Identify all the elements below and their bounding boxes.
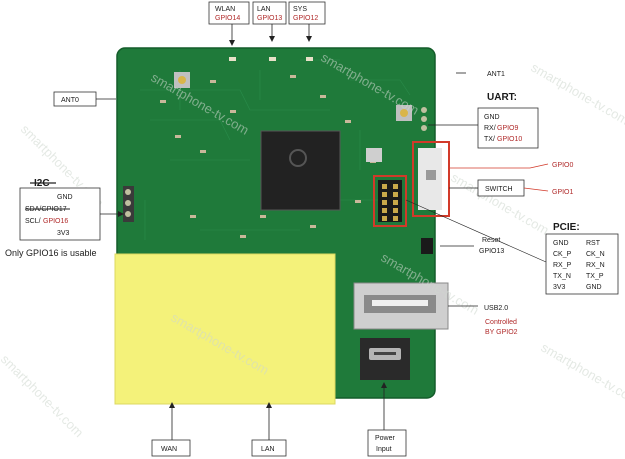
uart-title: UART:: [487, 92, 517, 103]
pcie-pin-label: GND: [586, 284, 602, 291]
uart-label: UART: GND RX/ GPIO9 TX/ GPIO10: [428, 92, 539, 149]
pcb-components: [160, 75, 376, 238]
micro-usb-port: [360, 338, 410, 380]
i2c-label: I2C GND SDA/GPIO17 SCL/ GPIO16 3V3: [19, 178, 124, 241]
lan-port-label: LAN: [251, 402, 287, 457]
lan-led-label: LAN GPIO13: [252, 1, 287, 42]
usb-label-text: USB2.0: [484, 305, 508, 312]
lan-led-label-title: LAN: [257, 6, 271, 13]
usb-note-line2: BY GPIO2: [485, 329, 518, 336]
wlan-label-gpio: GPIO14: [215, 15, 240, 22]
pcie-pin-label: 3V3: [553, 284, 566, 291]
wlan-led: [229, 57, 236, 61]
usb-label: USB2.0 Controlled BY GPIO2: [448, 305, 518, 336]
uart-pins: [421, 107, 427, 131]
sticker-cover: [114, 253, 336, 405]
watermark-text: smartphone-tv.com: [0, 352, 86, 441]
power-label: Power Input: [367, 382, 407, 457]
switch-gpio1: GPIO1: [552, 189, 574, 196]
wlan-label: WLAN GPIO14: [208, 1, 250, 46]
pcie-pin-label: CK_P: [553, 251, 572, 258]
pcie-pin-label: CK_N: [586, 251, 605, 258]
reset-label-line2: GPIO13: [479, 248, 504, 255]
reset-button: [421, 238, 433, 254]
sys-label: SYS GPIO12: [288, 1, 326, 42]
switch-highlight: [412, 141, 450, 217]
i2c-3v3-text: 3V3: [57, 230, 70, 237]
wan-label-text: WAN: [161, 446, 177, 453]
wlan-label-title: WLAN: [215, 6, 235, 13]
switch-gpio0: GPIO0: [552, 162, 574, 169]
ant0-label-text: ANT0: [61, 97, 79, 104]
ant1-label: ANT1: [456, 71, 505, 78]
pcie-pin-label: RX_N: [586, 262, 605, 269]
ant1-connector: [396, 105, 412, 121]
ant0-label: ANT0: [53, 91, 116, 107]
i2c-scl-gpio: GPIO16: [43, 218, 68, 225]
watermark-text: smartphone-tv.com: [529, 60, 625, 128]
flash-chip: [366, 148, 382, 162]
i2c-gnd-text: GND: [57, 194, 73, 201]
power-label-line2: Input: [376, 446, 392, 453]
lan-led-label-gpio: GPIO13: [257, 15, 282, 22]
gpio16-note: Only GPIO16 is usable: [5, 248, 97, 258]
switch-label-text: SWITCH: [485, 186, 513, 193]
lan-led: [269, 57, 276, 61]
uart-tx-prefix: TX/: [484, 136, 495, 143]
i2c-scl-prefix: SCL/: [25, 218, 41, 225]
lan-port-label-text: LAN: [261, 446, 275, 453]
pcie-pin-table: GND RST CK_P CK_N RX_P RX_N TX_N TX_P 3V3 GND: [553, 240, 605, 291]
pcie-pin-label: GND: [553, 240, 569, 247]
watermark-text: smartphone-tv.com: [539, 340, 625, 408]
usb-port: [353, 282, 449, 330]
pcie-pin-label: TX_P: [586, 273, 604, 280]
switch-component: [418, 148, 442, 210]
uart-rx-prefix: RX/: [484, 125, 496, 132]
soc-chip: [260, 130, 341, 211]
ant0-connector: [174, 72, 190, 88]
i2c-pins: [123, 186, 134, 222]
pcie-pin-label: RST: [586, 240, 601, 247]
uart-gnd: GND: [484, 114, 500, 121]
usb-note-line1: Controlled: [485, 319, 517, 326]
sys-label-gpio: GPIO12: [293, 15, 318, 22]
uart-rx-gpio: GPIO9: [497, 125, 519, 132]
uart-tx-gpio: GPIO10: [497, 136, 522, 143]
sys-led: [306, 57, 313, 61]
pcie-pin-label: TX_N: [553, 273, 571, 280]
pcie-pin-label: RX_P: [553, 262, 572, 269]
wan-label: WAN: [151, 402, 191, 457]
reset-label-line1: Reset: [482, 237, 500, 244]
soc-logo: [289, 149, 307, 167]
pcie-header: [378, 180, 402, 222]
pcb-traces: [140, 59, 411, 240]
reset-label: Reset GPIO13: [440, 237, 504, 255]
sys-label-title: SYS: [293, 6, 307, 13]
switch-label: GPIO0 SWITCH GPIO1: [449, 162, 574, 197]
ant1-label-text: ANT1: [487, 71, 505, 78]
pcie-title: PCIE:: [553, 222, 580, 233]
power-label-line1: Power: [375, 435, 396, 442]
pcie-highlight: [373, 175, 407, 227]
